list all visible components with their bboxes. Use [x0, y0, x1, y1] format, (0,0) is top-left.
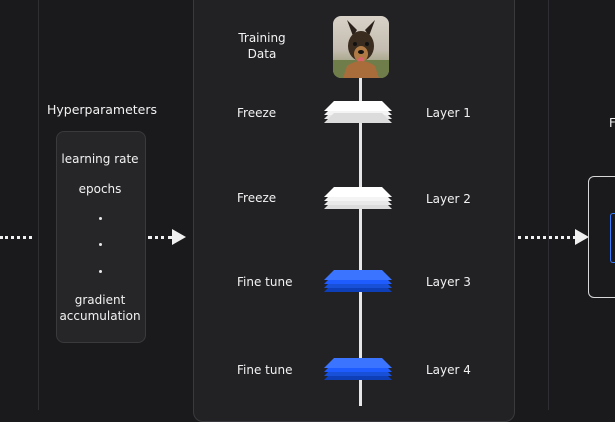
layer-4-action: Fine tune [237, 363, 293, 377]
ellipsis-dot-1 [99, 217, 102, 220]
layer-4-name: Layer 4 [426, 363, 471, 377]
layer-3-name: Layer 3 [426, 275, 471, 289]
hyperparameters-title: Hyperparameters [46, 102, 158, 117]
layer-1-action: Freeze [237, 106, 277, 120]
layer-2-action: Freeze [237, 191, 277, 205]
ellipsis-dot-3 [99, 270, 102, 273]
layer-1-name: Layer 1 [426, 106, 471, 120]
dog-photo-icon [333, 20, 389, 78]
training-data-label-2: Data [247, 47, 277, 61]
divider-right [548, 0, 549, 410]
hyperparam-accumulation: accumulation [59, 309, 141, 323]
layer-4-trainable-stack-icon [324, 358, 392, 380]
arrow-middle-head-icon [172, 229, 186, 245]
layer-1-frozen-stack-icon [324, 101, 392, 123]
output-partial-label: F [609, 116, 615, 130]
divider-left [38, 0, 39, 410]
hyperparam-gradient: gradient [74, 293, 126, 307]
arrow-left-dashes [0, 236, 32, 239]
training-data-dog-photo [333, 16, 389, 78]
hyperparam-epochs: epochs [78, 182, 122, 196]
hyperparam-learning-rate: learning rate [61, 152, 139, 166]
arrow-right-head-icon [575, 229, 589, 245]
model-stem-line [359, 76, 362, 406]
output-box [588, 176, 615, 298]
arrow-right-dashes [518, 236, 576, 239]
layer-3-trainable-stack-icon [324, 270, 392, 292]
hyperparameters-box [56, 131, 146, 343]
layer-2-name: Layer 2 [426, 192, 471, 206]
layer-2-frozen-stack-icon [324, 187, 392, 209]
ellipsis-dot-2 [99, 243, 102, 246]
arrow-middle-dashes [148, 236, 172, 239]
training-data-label-1: Training [238, 31, 286, 45]
layer-3-action: Fine tune [237, 275, 293, 289]
output-inner-element [610, 213, 615, 263]
